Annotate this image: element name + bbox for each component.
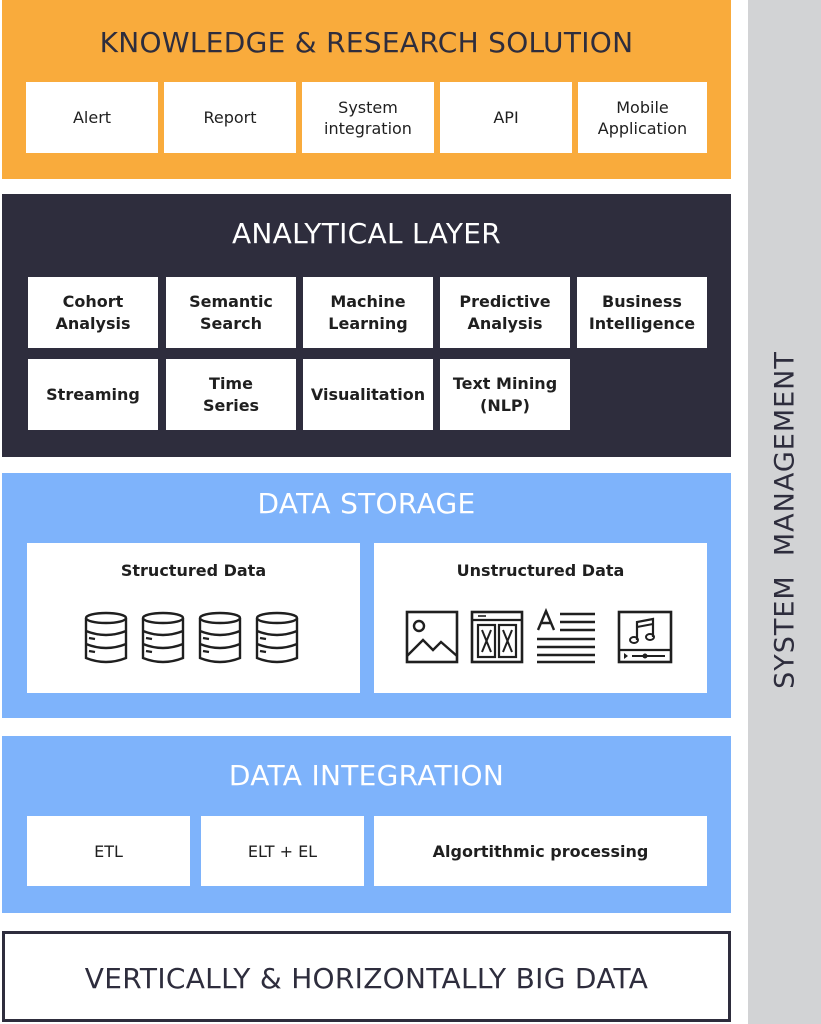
analytical-item-label: (NLP) <box>480 395 530 415</box>
knowledge-item-label: Report <box>203 108 257 127</box>
text-document-icon <box>536 608 595 664</box>
big-data-layer: VERTICALLY & HORIZONTALLY BIG DATA <box>2 931 731 1022</box>
knowledge-layer-title: KNOWLEDGE & RESEARCH SOLUTION <box>99 26 634 59</box>
system-management-bar: SYSTEM MANAGEMENT <box>748 0 821 1024</box>
integration-item-algorithmic-processing: Algortithmic processing <box>374 816 707 886</box>
knowledge-item-mobile-application: Mobile Application <box>578 82 707 153</box>
analytical-item-label: Search <box>200 313 262 333</box>
data-storage-title: DATA STORAGE <box>257 487 476 520</box>
image-icon <box>405 610 459 664</box>
analytical-item-label: Series <box>202 395 260 415</box>
structured-data-panel: Structured Data <box>27 543 360 693</box>
integration-item-label: ELT + EL <box>247 841 318 861</box>
knowledge-item-label: integration <box>324 118 412 138</box>
analytical-item-label: Learning <box>328 313 408 333</box>
database-icon <box>255 611 299 664</box>
knowledge-item-label: Mobile <box>616 97 669 117</box>
integration-item-label: Algortithmic processing <box>432 841 649 861</box>
knowledge-item-system-integration: System integration <box>302 82 434 153</box>
knowledge-item-alert: Alert <box>26 82 158 153</box>
analytical-item-label: Semantic <box>189 291 273 311</box>
data-integration-title: DATA INTEGRATION <box>228 759 505 792</box>
knowledge-item-label: System <box>338 97 398 117</box>
knowledge-item-label: Alert <box>72 108 112 127</box>
integration-item-label: ETL <box>94 841 123 861</box>
analytical-item-text-mining: Text Mining(NLP) <box>440 359 570 430</box>
big-data-title: VERTICALLY & HORIZONTALLY BIG DATA <box>84 962 649 995</box>
analytical-item-label: Business <box>602 291 682 311</box>
analytical-item-label: Machine <box>330 291 406 311</box>
knowledge-item-label: Application <box>597 118 688 138</box>
analytical-item-label: Predictive <box>459 291 551 311</box>
database-icon <box>198 611 242 664</box>
system-management-label: SYSTEM MANAGEMENT <box>769 351 800 689</box>
analytical-item-label: Intelligence <box>588 313 696 333</box>
analytical-item-label: Text Mining <box>452 373 558 393</box>
structured-data-title: Structured Data <box>120 561 267 580</box>
analytical-item-streaming: Streaming <box>28 359 158 430</box>
analytical-item-label: Analysis <box>55 313 131 333</box>
analytical-layer-title: ANALYTICAL LAYER <box>231 217 502 250</box>
unstructured-data-panel: Unstructured Data <box>374 543 707 693</box>
knowledge-item-report: Report <box>164 82 296 153</box>
knowledge-item-label: API <box>493 108 519 127</box>
knowledge-research-layer: KNOWLEDGE & RESEARCH SOLUTION Alert Repo… <box>2 0 731 179</box>
unstructured-data-title: Unstructured Data <box>456 561 625 580</box>
analytical-item-label: Visualitation <box>310 384 426 404</box>
analytical-item-label: Streaming <box>46 384 140 404</box>
knowledge-item-api: API <box>440 82 572 153</box>
integration-item-elt-el: ELT + EL <box>201 816 364 886</box>
music-player-icon <box>617 610 673 664</box>
analytical-item-label: Time <box>209 373 253 393</box>
database-icon <box>84 611 128 664</box>
database-icon <box>141 611 185 664</box>
data-storage-layer: DATA STORAGE Structured Data <box>2 473 731 718</box>
analytical-item-label: Cohort <box>62 291 124 311</box>
analytical-item-label: Analysis <box>467 313 543 333</box>
video-film-icon <box>470 610 524 664</box>
integration-item-etl: ETL <box>27 816 190 886</box>
analytical-item-visualitation: Visualitation <box>303 359 433 430</box>
data-integration-layer: DATA INTEGRATION ETL ELT + EL Algortithm… <box>2 736 731 913</box>
